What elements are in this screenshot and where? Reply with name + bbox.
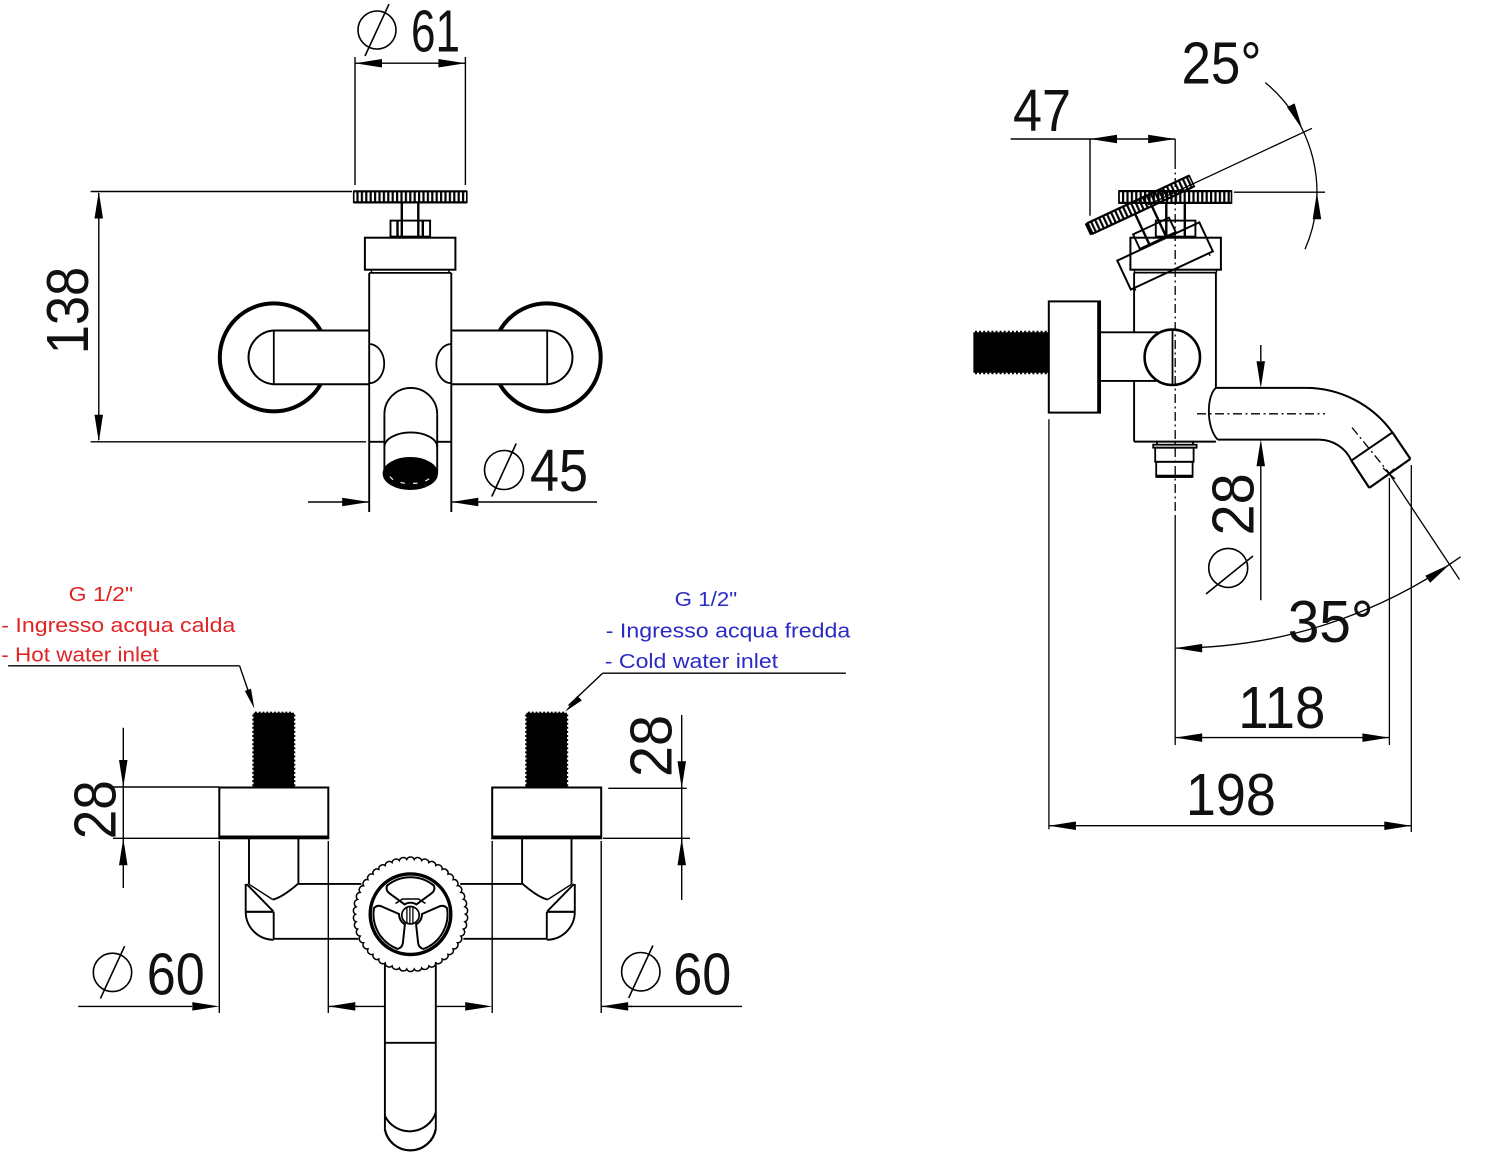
svg-text:28: 28 (619, 715, 685, 777)
svg-text:138: 138 (35, 267, 101, 355)
svg-text:- Hot water inlet: - Hot water inlet (1, 644, 159, 667)
svg-text:47: 47 (1013, 78, 1071, 144)
svg-text:- Ingresso acqua calda: - Ingresso acqua calda (1, 614, 236, 637)
svg-text:198: 198 (1186, 762, 1276, 828)
svg-text:35°: 35° (1288, 589, 1374, 655)
svg-text:60: 60 (147, 942, 205, 1008)
svg-text:60: 60 (673, 942, 731, 1008)
svg-text:- Cold water inlet: - Cold water inlet (605, 650, 779, 673)
svg-text:118: 118 (1238, 675, 1325, 741)
svg-text:28: 28 (63, 780, 129, 839)
svg-text:- Ingresso acqua fredda: - Ingresso acqua fredda (606, 620, 851, 643)
svg-text:25°: 25° (1182, 31, 1262, 97)
svg-text:61: 61 (411, 0, 460, 64)
svg-text:G 1/2": G 1/2" (69, 583, 134, 606)
svg-text:45: 45 (530, 438, 588, 504)
svg-text:G 1/2": G 1/2" (675, 588, 738, 611)
svg-text:28: 28 (1200, 473, 1266, 535)
